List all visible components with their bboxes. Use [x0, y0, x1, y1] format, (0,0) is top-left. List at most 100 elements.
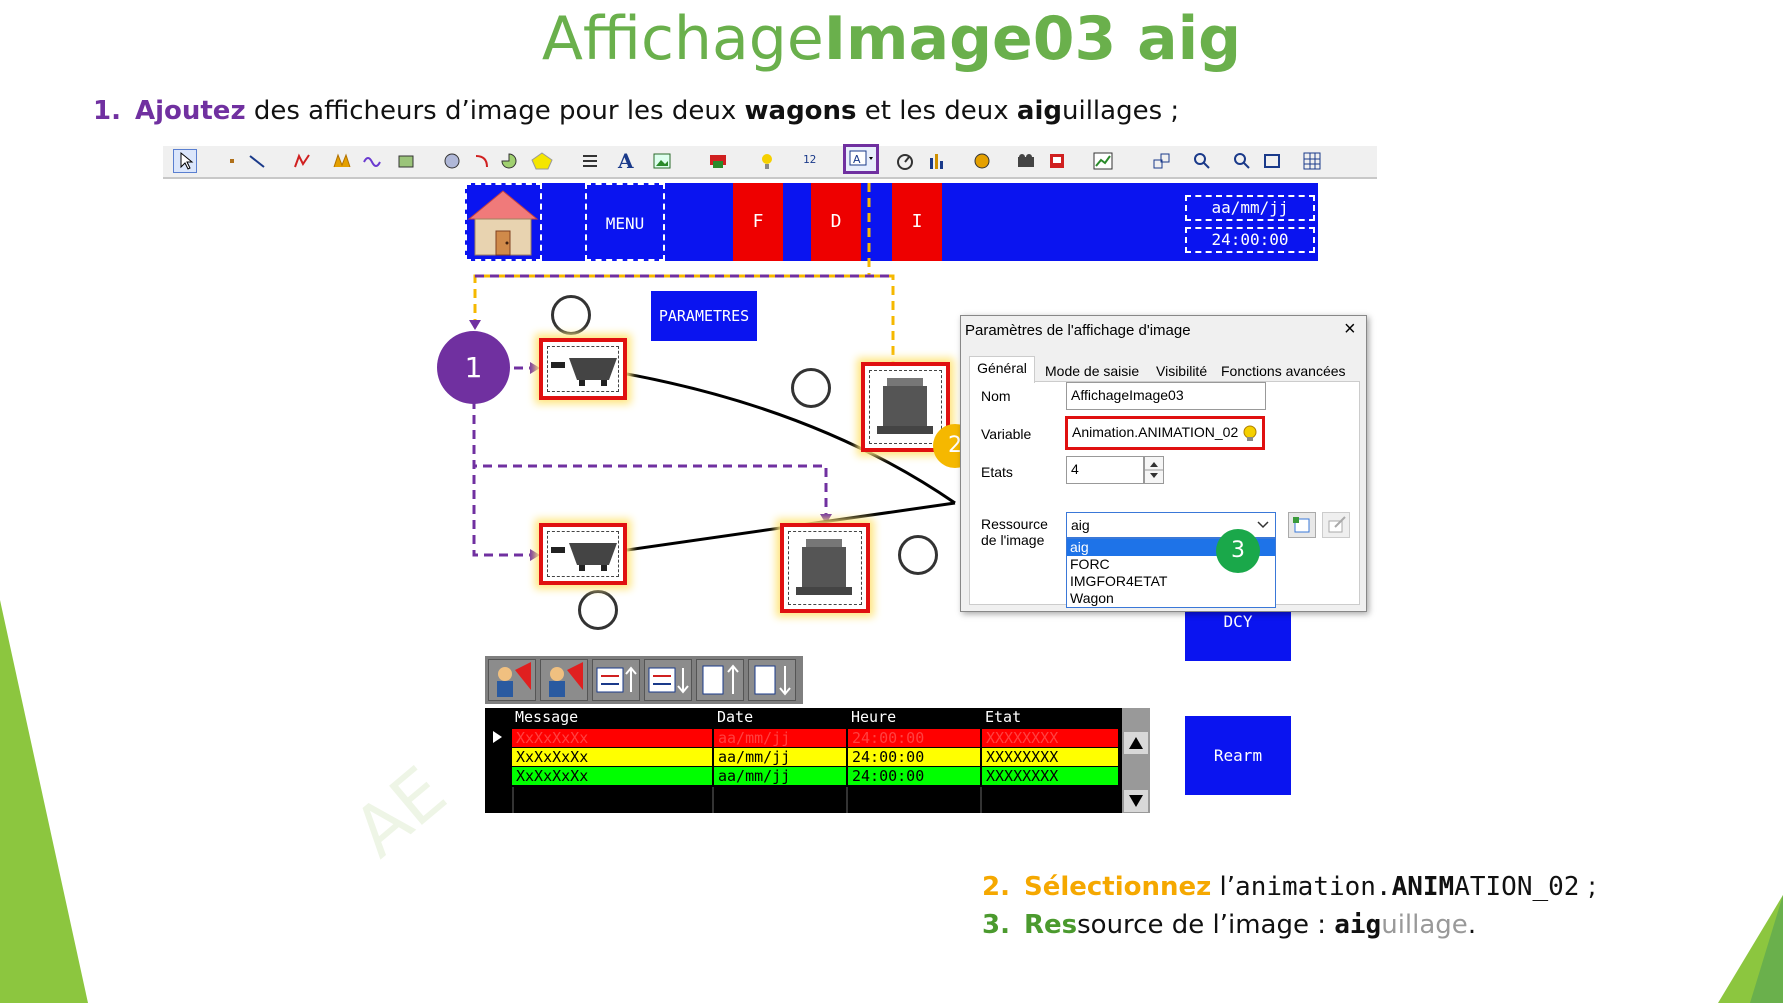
dropdown-option[interactable]: FORC — [1070, 556, 1110, 572]
dialog-title: Paramètres de l'affichage d'image — [965, 322, 1191, 339]
step-badge-3: 3 — [1216, 529, 1260, 573]
table-row[interactable]: XxXxXxXx aa/mm/jj 24:00:00 XXXXXXXX — [512, 729, 1120, 747]
zoom-tool-icon[interactable] — [1193, 152, 1211, 170]
etats-spinner[interactable] — [1144, 456, 1164, 484]
select-tool-icon[interactable] — [173, 149, 197, 173]
time-display: 24:00:00 — [1185, 227, 1315, 253]
wagon-image-display[interactable] — [539, 523, 627, 585]
line-tool-icon[interactable] — [248, 152, 266, 170]
sensor-indicator — [551, 295, 591, 335]
rearm-button[interactable]: Rearm — [1185, 716, 1291, 795]
column-header-heure[interactable]: Heure — [851, 708, 897, 726]
dropdown-option[interactable]: Wagon — [1070, 590, 1114, 606]
dcy-button[interactable]: DCY — [1185, 605, 1291, 661]
d-button[interactable]: D — [811, 183, 861, 261]
slide-title: AffichageImage03 aig — [541, 4, 1242, 74]
cell-message: XxXxXxXx — [512, 729, 714, 747]
wagon-image-display[interactable] — [539, 338, 627, 400]
page-down-icon[interactable] — [748, 659, 796, 701]
sensor-indicator — [578, 590, 618, 630]
bargraph-tool-icon[interactable] — [928, 152, 946, 170]
arc-tool-icon[interactable] — [473, 152, 491, 170]
bulb-tool-icon[interactable] — [758, 152, 776, 170]
step-1: 1.Ajoutez des afficheurs d’image pour le… — [93, 96, 1180, 126]
aiguillage-image-display[interactable] — [861, 362, 950, 452]
resource-edit-button[interactable] — [1322, 512, 1350, 538]
numeric-display-tool-icon[interactable]: 12 — [803, 153, 817, 166]
etats-field[interactable]: 4 — [1066, 456, 1144, 484]
f-button[interactable]: F — [733, 183, 783, 261]
cell-heure: 24:00:00 — [848, 748, 982, 766]
trend-tool-icon[interactable] — [1093, 152, 1113, 170]
close-icon[interactable]: × — [1344, 318, 1356, 340]
sort-up-icon[interactable] — [592, 659, 640, 701]
tab-general[interactable]: Général — [969, 356, 1035, 383]
i-button[interactable]: I — [892, 183, 942, 261]
tab-visibilite[interactable]: Visibilité — [1156, 363, 1208, 379]
acknowledge-all-icon[interactable] — [540, 659, 588, 701]
zoom-out-icon[interactable] — [1233, 152, 1251, 170]
menu-button[interactable]: MENU — [585, 183, 665, 261]
step-3: 3.Ressource de l’image : aiguillage. — [982, 910, 1477, 940]
ellipse-tool-icon[interactable] — [443, 152, 461, 170]
resource-add-icon — [1293, 517, 1310, 533]
switch-icon — [796, 539, 852, 595]
resource-browse-button[interactable] — [1288, 512, 1316, 538]
fit-tool-icon[interactable] — [1263, 152, 1281, 170]
polyline-tool-icon[interactable] — [293, 152, 311, 170]
parametres-button[interactable]: PARAMETRES — [651, 291, 757, 341]
table-row[interactable]: XxXxXxXx aa/mm/jj 24:00:00 XXXXXXXX — [512, 767, 1120, 785]
column-header-date[interactable]: Date — [717, 708, 754, 726]
image-tool-icon[interactable] — [653, 152, 671, 170]
curve-tool-icon[interactable] — [363, 152, 381, 170]
date-display: aa/mm/jj — [1185, 195, 1315, 221]
table-row[interactable]: XxXxXxXx aa/mm/jj 24:00:00 XXXXXXXX — [512, 748, 1120, 766]
acknowledge-icon[interactable] — [488, 659, 536, 701]
sensor-indicator — [898, 535, 938, 575]
animation-tool-icon[interactable] — [1017, 152, 1035, 170]
step-badge-1: 1 — [437, 331, 510, 404]
variable-picker-icon[interactable] — [1241, 424, 1259, 442]
dropdown-option[interactable]: IMGFOR4ETAT — [1070, 573, 1168, 589]
text-tool-icon[interactable]: A — [618, 149, 634, 173]
cell-date: aa/mm/jj — [714, 729, 848, 747]
list-tool-icon[interactable] — [581, 152, 599, 170]
step-2: 2.Sélectionnez l’animation.ANIMATION_02 … — [982, 872, 1597, 902]
polygon-tool-icon[interactable] — [531, 152, 553, 170]
button-tool-icon[interactable] — [709, 152, 727, 170]
column-header-message[interactable]: Message — [515, 708, 579, 726]
wagon-icon — [551, 358, 617, 386]
sort-down-icon[interactable] — [644, 659, 692, 701]
nom-field[interactable]: AffichageImage03 — [1066, 382, 1266, 410]
page-up-icon[interactable] — [696, 659, 744, 701]
chevron-down-icon[interactable] — [1256, 519, 1270, 531]
gauge-tool-icon[interactable] — [896, 152, 914, 170]
point-tool-icon[interactable] — [223, 152, 241, 170]
alarm-toolbar — [485, 656, 803, 704]
group-tool-icon[interactable] — [1153, 152, 1171, 170]
home-button[interactable] — [465, 183, 542, 261]
tab-mode-saisie[interactable]: Mode de saisie — [1045, 363, 1140, 379]
variable-field[interactable]: Animation.ANIMATION_02 — [1065, 416, 1265, 450]
column-header-etat[interactable]: Etat — [985, 708, 1022, 726]
svg-text:A: A — [853, 153, 861, 166]
alarm-tool-icon[interactable] — [1048, 152, 1066, 170]
freehand-tool-icon[interactable] — [333, 152, 351, 170]
aiguillage-image-display[interactable] — [780, 523, 870, 613]
tab-fonctions-avancees[interactable]: Fonctions avancées — [1221, 363, 1346, 379]
dial-tool-icon[interactable] — [973, 152, 991, 170]
image-display-parameters-dialog: Paramètres de l'affichage d'image × Géné… — [960, 315, 1367, 612]
image-display-tool-icon[interactable]: A — [843, 144, 879, 174]
table-scrollbar[interactable] — [1122, 708, 1150, 813]
pie-tool-icon[interactable] — [500, 152, 518, 170]
switch-icon — [877, 378, 933, 434]
wagon-icon — [551, 543, 617, 571]
grid-tool-icon[interactable] — [1303, 152, 1321, 170]
drawing-toolbar: A 12 A — [163, 144, 1377, 179]
variable-label: Variable — [981, 426, 1032, 442]
nom-label: Nom — [981, 388, 1011, 404]
rectangle-tool-icon[interactable] — [397, 152, 415, 170]
